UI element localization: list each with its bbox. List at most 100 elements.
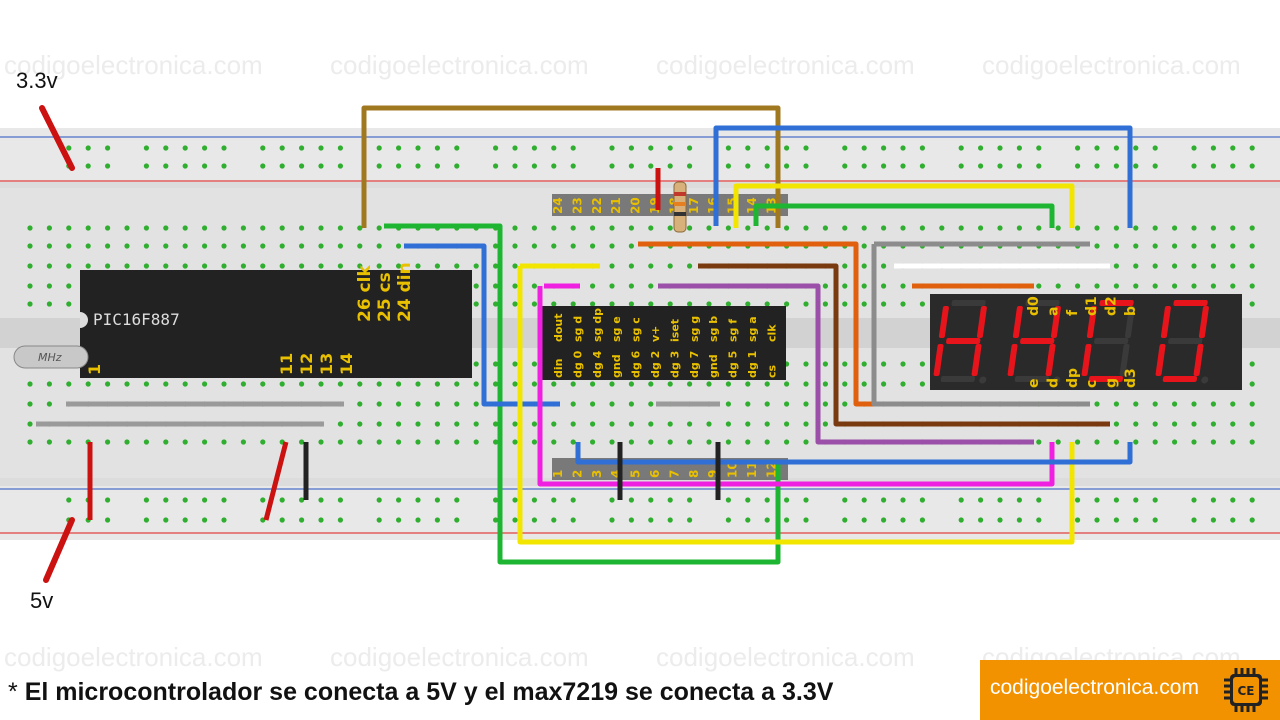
- max-top-pin-label: clk: [765, 324, 778, 342]
- max-top-pin-number: 23: [570, 197, 584, 214]
- brand-banner[interactable]: codigoelectronica.com CE: [980, 660, 1280, 720]
- max-bottom-pin-label: gnd: [707, 354, 720, 378]
- display-top-pin-label: f: [1065, 309, 1081, 316]
- max-bottom-pin-label: cs: [765, 364, 778, 378]
- wire-blue-top: [713, 125, 1133, 228]
- footnote: * El microcontrolador se conecta a 5V y …: [8, 678, 833, 707]
- max-bottom-pin-number: 11: [745, 461, 759, 478]
- crystal: [13, 345, 89, 369]
- footnote-text: El microcontrolador se conecta a 5V y el…: [24, 678, 834, 706]
- max-bottom-pin-number: 1: [551, 470, 565, 478]
- mcu-pin-14-label: 14: [337, 353, 356, 375]
- max-bottom-pin-number: 7: [667, 470, 681, 478]
- display-digit: [1007, 300, 1061, 384]
- max-top-pin-label: sg d: [571, 316, 584, 342]
- wire-green-top: [753, 203, 1055, 228]
- brand-text: codigoelectronica.com: [990, 676, 1199, 699]
- chip-logo-icon: CE: [1224, 668, 1268, 712]
- max-top-pin-label: sg e: [610, 316, 623, 342]
- mcu-pin-24-label: 24 din: [395, 262, 415, 322]
- max-top-pin-number: 24: [551, 197, 565, 214]
- max-top-pin-label: sg g: [688, 316, 701, 342]
- footnote-bullet: *: [8, 678, 18, 706]
- mcu-pin-11-label: 11: [277, 353, 296, 375]
- max-bottom-pin-number: 2: [570, 470, 584, 478]
- display-digits: [933, 300, 1209, 384]
- supply-5v-label: 5v: [30, 588, 53, 613]
- pic-microcontroller: [80, 270, 472, 378]
- max-bottom-pin-label: dg 0: [571, 350, 584, 378]
- wires: [36, 105, 1133, 565]
- mcu-pin-13-label: 13: [317, 353, 336, 375]
- display-top-pin-label: d0: [1026, 296, 1042, 316]
- wire-purple: [658, 283, 1034, 445]
- mcu-pin-12-label: 12: [297, 353, 316, 375]
- wire-yellow-top: [733, 183, 1075, 228]
- watermark: codigoelectronica.com: [4, 50, 263, 80]
- display-top-pin-label: b: [1123, 306, 1139, 316]
- max-bottom-pin-label: gnd: [610, 354, 623, 378]
- max-bottom-pin-number: 12: [764, 461, 778, 478]
- mcu-pin-26-label: 26 clk: [355, 265, 375, 322]
- supply-3v3-wire: [39, 105, 75, 171]
- display-bottom-pin-label: dp: [1065, 368, 1081, 388]
- mcu-name: PIC16F887: [93, 310, 180, 329]
- max-top-pin-number: 17: [687, 197, 701, 214]
- top-power-rail: [0, 128, 1280, 182]
- display-bottom-pin-label: c: [1084, 380, 1100, 388]
- max-bottom-pin-label: dg 3: [668, 351, 681, 378]
- display-bottom-pin-label: d: [1045, 378, 1061, 388]
- display-digit: [1155, 300, 1209, 384]
- wire-brown-2: [698, 263, 1110, 427]
- max-top-pin-label: sg dp: [591, 308, 604, 342]
- max-top-pin-label: sg a: [746, 316, 759, 342]
- wire-yellow-bottom: [517, 266, 1075, 545]
- max-bottom-pin-number: 6: [648, 470, 662, 478]
- watermark: codigoelectronica.com: [4, 642, 263, 672]
- max-bottom-pin-number: 4: [609, 470, 623, 478]
- wire-din-green: [384, 223, 781, 565]
- max-bottom-pin-number: 8: [687, 470, 701, 478]
- watermark: codigoelectronica.com: [982, 50, 1241, 80]
- max-top-pin-label: v+: [649, 326, 662, 342]
- max-bottom-pin-label: dg 1: [746, 351, 759, 378]
- max-top-pin-label: sg c: [630, 317, 643, 342]
- bottom-power-rail: [0, 486, 1280, 540]
- max7219-top-pin-strip: [552, 194, 788, 216]
- display-bottom-pin-label: e: [1026, 379, 1042, 389]
- wire-blue-bottom: [575, 442, 1133, 465]
- mcu-pin-1-label: 1: [85, 364, 104, 375]
- supply-3v3-label: 3.3v: [16, 68, 58, 93]
- wire-gray-1: [871, 244, 1090, 407]
- watermark: codigoelectronica.com: [656, 50, 915, 80]
- display-top-pin-label: d2: [1104, 296, 1120, 316]
- watermark: codigoelectronica.com: [330, 50, 589, 80]
- max-bottom-pin-number: 10: [726, 461, 740, 478]
- supply-5v-wire: [43, 517, 75, 583]
- wire-cs-brown: [361, 105, 781, 228]
- watermark: codigoelectronica.com: [656, 642, 915, 672]
- max-top-pin-label: iset: [668, 319, 681, 342]
- max-top-pin-number: 20: [629, 197, 643, 214]
- max-bottom-pin-number: 3: [590, 470, 604, 478]
- display-bottom-pin-label: g: [1104, 378, 1120, 388]
- max-top-pin-label: dout: [552, 313, 565, 342]
- iset-resistor: [673, 181, 687, 233]
- max-bottom-pin-label: dg 6: [630, 350, 643, 378]
- watermark: codigoelectronica.com: [330, 642, 589, 672]
- logo-letters: CE: [1237, 684, 1254, 698]
- display-digit: [933, 300, 987, 384]
- display-bottom-pin-label: d3: [1123, 368, 1139, 388]
- max-top-pin-number: 21: [609, 197, 623, 214]
- crystal-label: MHz: [38, 351, 62, 364]
- max-bottom-pin-number: 9: [706, 470, 720, 478]
- display-digit: [1081, 300, 1135, 384]
- max-bottom-pin-label: dg 4: [591, 350, 604, 378]
- max-top-pin-label: sg b: [707, 316, 720, 342]
- max-top-pin-number: 22: [590, 197, 604, 214]
- max-bottom-pin-label: dg 5: [727, 351, 740, 378]
